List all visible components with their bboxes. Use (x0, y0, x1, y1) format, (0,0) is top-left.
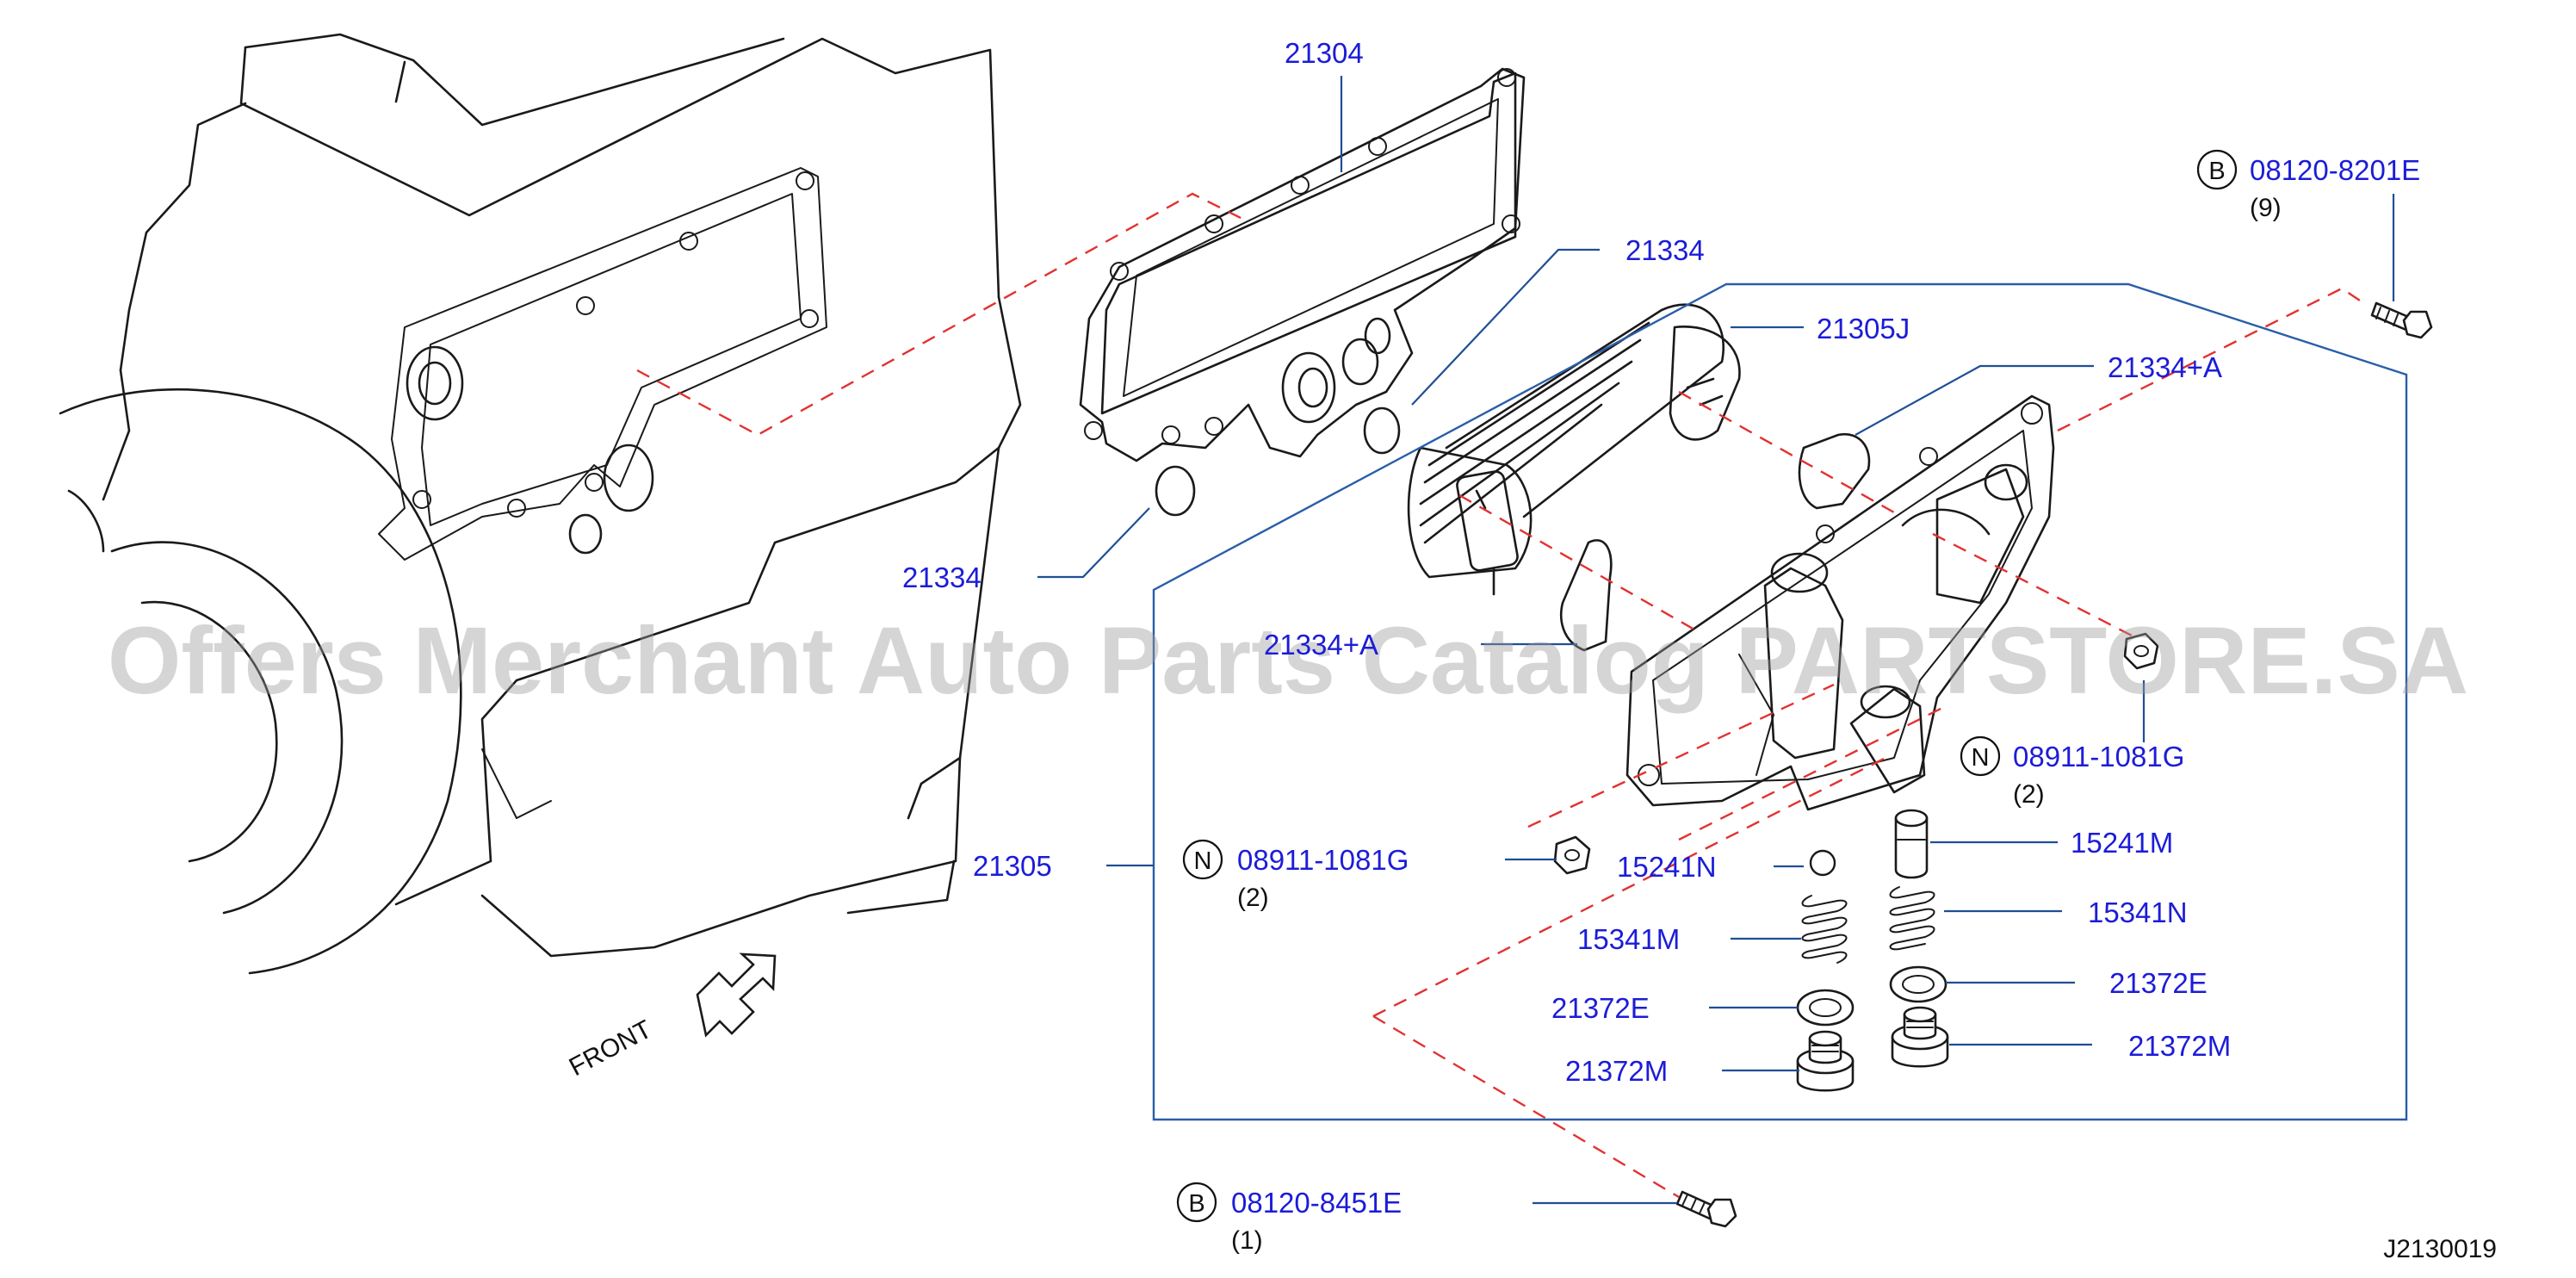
badge-letter: B (1188, 1190, 1204, 1218)
front-arrow-icon (696, 952, 777, 1038)
quantity: (9) (2250, 194, 2282, 222)
part-number: 21372M (2128, 1030, 2231, 1062)
bolt-08120-8451e-drawing (1675, 1190, 1737, 1228)
callout-21372m-right[interactable]: 21372M (2128, 1030, 2231, 1062)
washer-21372e-right-drawing (1889, 965, 1947, 1003)
callout-21304[interactable]: 21304 (1285, 37, 1364, 69)
callout-08911-1081g-right[interactable]: N 08911-1081G (2) (1960, 735, 2184, 809)
engine-block-drawing (59, 33, 1022, 975)
part-number: 21305J (1817, 313, 1910, 344)
oil-cooler-21305j-drawing (1407, 303, 1741, 596)
gasket-21334a-left (1559, 539, 1613, 652)
part-number: 15341N (2088, 896, 2188, 928)
callout-15341n[interactable]: 15341N (2088, 896, 2188, 928)
spring-15341m-drawing (1801, 895, 1848, 964)
cooler-housing-21305-drawing (1625, 394, 2055, 811)
front-label: FRONT (565, 1015, 657, 1083)
part-number: 21304 (1285, 37, 1364, 69)
nut-08911-1081g-right-drawing (2123, 632, 2159, 670)
part-number: 08120-8451E (1231, 1187, 1402, 1219)
quantity: (2) (2013, 780, 2045, 809)
nut-badge (1182, 839, 1223, 880)
callout-21334-right[interactable]: 21334 (1625, 234, 1705, 266)
callout-15341m[interactable]: 15341M (1577, 923, 1680, 955)
badge-letter: N (1194, 847, 1212, 875)
valve-ball-15241n-drawing (1809, 849, 1836, 877)
plug-21372m-right-drawing (1891, 1006, 1949, 1068)
callout-08911-1081g-left[interactable]: N 08911-1081G (2) (1182, 839, 1409, 912)
part-number: 21372M (1565, 1055, 1668, 1087)
valve-piston-15241m-drawing (1894, 809, 1929, 879)
o-ring-21334-lower (1155, 465, 1196, 517)
callout-21372e-left[interactable]: 21372E (1551, 992, 1650, 1024)
bolt-badge (2196, 149, 2238, 190)
washer-21372e-left-drawing (1796, 989, 1855, 1027)
callout-21372m-left[interactable]: 21372M (1565, 1055, 1668, 1087)
bolt-badge (1176, 1182, 1217, 1223)
badge-letter: N (1972, 744, 1990, 772)
quantity: (1) (1231, 1226, 1263, 1255)
gasket-21334a-right (1798, 432, 1871, 510)
gasket-21304-drawing (1079, 67, 1526, 462)
group-frame-21305 (1152, 282, 2408, 1121)
nut-08911-1081g-left-drawing (1553, 835, 1591, 875)
callout-21372e-right[interactable]: 21372E (2109, 967, 2208, 999)
part-number: 08911-1081G (2013, 741, 2184, 772)
callout-21334a-right[interactable]: 21334+A (2108, 351, 2222, 383)
part-number: 08120-8201E (2250, 154, 2420, 186)
nut-badge (1960, 735, 2001, 777)
callout-21305[interactable]: 21305 (973, 850, 1052, 882)
part-number: 15241N (1617, 851, 1717, 883)
part-number: 21334+A (1264, 629, 1378, 661)
badge-letter: B (2208, 158, 2225, 185)
part-number: 21372E (1551, 992, 1650, 1024)
callout-21334-left[interactable]: 21334 (902, 561, 981, 593)
part-number: 08911-1081G (1237, 844, 1409, 876)
part-number: 21334 (902, 561, 981, 593)
exploded-axis-lines (636, 192, 2369, 1199)
part-number: 15341M (1577, 923, 1680, 955)
part-number: 15241M (2071, 827, 2173, 859)
watermark-text: Offers Merchant Auto Parts Catalog PARTS… (108, 608, 2468, 714)
callout-15241n[interactable]: 15241N (1617, 851, 1717, 883)
part-number: 21305 (973, 850, 1052, 882)
spring-15341n-drawing (1889, 886, 1935, 951)
part-number: 21334+A (2108, 351, 2222, 383)
part-number: 21334 (1625, 234, 1705, 266)
o-ring-21334-upper (1363, 406, 1401, 455)
plug-21372m-left-drawing (1796, 1030, 1855, 1092)
callout-08120-8201e[interactable]: B 08120-8201E (9) (2196, 149, 2420, 222)
callout-08120-8451e[interactable]: B 08120-8451E (1) (1176, 1182, 1402, 1255)
quantity: (2) (1237, 884, 1269, 912)
callout-21305j[interactable]: 21305J (1817, 313, 1910, 344)
callout-15241m[interactable]: 15241M (2071, 827, 2173, 859)
diagram-code: J2130019 (2383, 1235, 2497, 1263)
leader-lines (1037, 76, 2395, 1205)
callout-21334a-left[interactable]: 21334+A (1264, 629, 1378, 661)
bolt-08120-8201e-drawing (2370, 301, 2433, 339)
part-number: 21372E (2109, 967, 2208, 999)
